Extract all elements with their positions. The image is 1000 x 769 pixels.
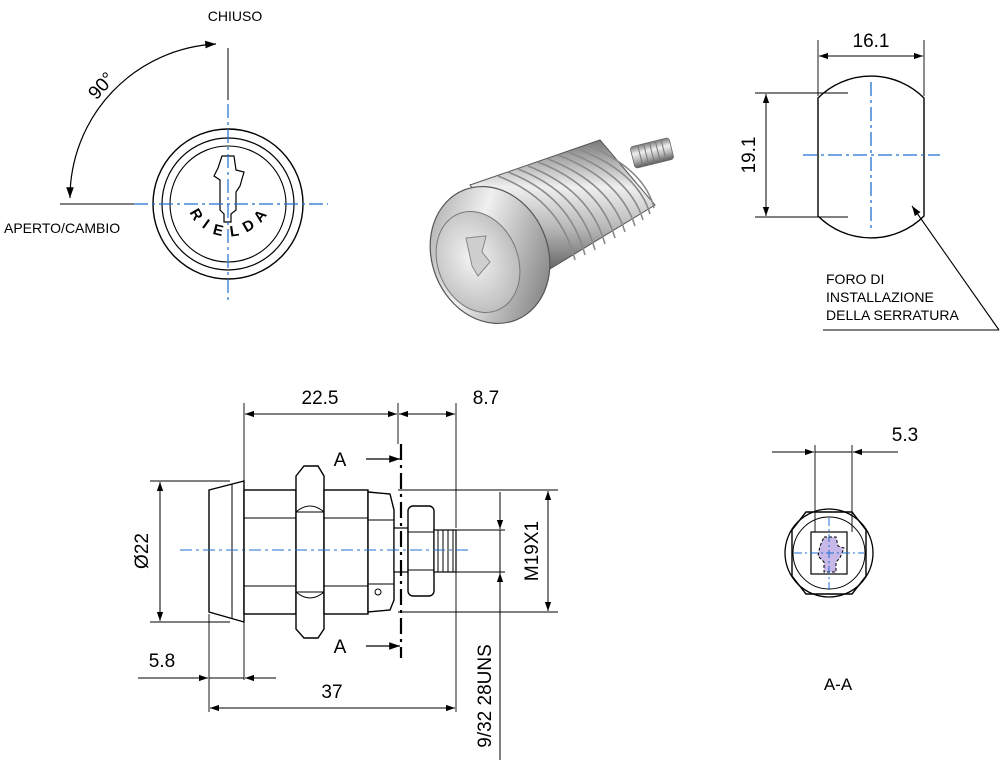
screw-thread-dim: 9/32 28UNS — [475, 644, 496, 748]
cutout-view: 16.1 19.1 FORO DI INSTALLAZIONE DELLA SE… — [739, 31, 1000, 331]
diameter-dim: Ø22 — [132, 533, 153, 569]
hex-nut — [295, 465, 325, 639]
section-width-dim: 5.3 — [892, 425, 918, 446]
note-leader — [911, 205, 1000, 331]
cutout-width-dim: 16.1 — [853, 31, 890, 52]
body-front — [243, 489, 297, 615]
cutout-height-dim: 19.1 — [739, 137, 760, 174]
note-line-1: FORO DI — [826, 271, 884, 287]
note-line-3: DELLA SERRATURA — [826, 307, 959, 323]
section-view: 5.3 A-A — [772, 425, 918, 694]
open-label: APERTO/CAMBIO — [4, 220, 120, 236]
front-view: CHIUSO APERTO/CAMBIO 90° R I E L D A — [4, 8, 328, 300]
cam-washer — [407, 505, 435, 597]
thread-dim: M19X1 — [522, 521, 543, 581]
cam-lock-photo — [429, 137, 674, 325]
head-thickness-dim: 5.8 — [149, 651, 175, 672]
keyway — [213, 155, 245, 223]
section-mark-top: A — [334, 450, 347, 471]
screw — [433, 529, 457, 573]
tail — [367, 491, 395, 613]
body-rear — [323, 489, 369, 615]
section-title: A-A — [824, 675, 853, 694]
overall-length-dim: 37 — [321, 682, 342, 703]
angle-label: 90° — [84, 69, 119, 104]
svg-text:E: E — [211, 221, 225, 240]
closed-label: CHIUSO — [208, 8, 263, 24]
side-view: A A 22.5 8.7 Ø22 5.8 37 M19X1 — [132, 388, 558, 760]
section-keyway — [817, 536, 845, 573]
section-mark-bottom: A — [334, 637, 347, 658]
note-line-2: INSTALLAZIONE — [826, 289, 934, 305]
rotation-arc — [66, 40, 217, 199]
body-length-dim: 22.5 — [302, 388, 339, 409]
svg-text:L: L — [229, 222, 240, 240]
tail-length-dim: 8.7 — [473, 388, 499, 409]
bezel — [208, 480, 245, 623]
